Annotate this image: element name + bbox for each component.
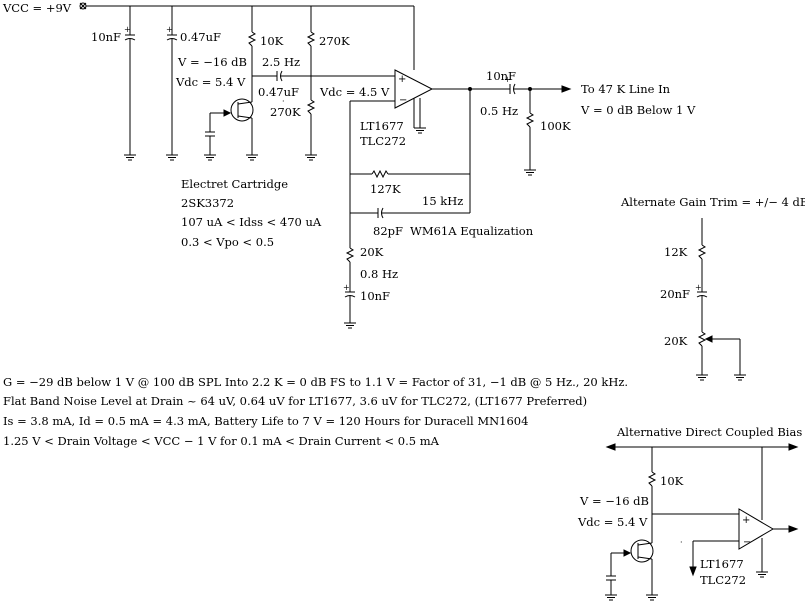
- gain-capacitor-label: 10nF: [360, 289, 390, 303]
- gain-resistor-label: 20K: [360, 245, 384, 259]
- supply-label: VCC = +9V: [2, 1, 72, 15]
- cartridge-title: Electret Cartridge: [181, 177, 288, 191]
- gain-trim-pot-label: 20K: [664, 334, 688, 348]
- note-gain: G = −29 dB below 1 V @ 100 dB SPL Into 2…: [3, 375, 628, 389]
- alt-drain-resistor-label: 10K: [660, 474, 684, 488]
- feedback-resistor-label: 127K: [370, 182, 401, 196]
- svg-text:+: +: [124, 25, 131, 34]
- output-network: + 10nF 0.5 Hz 100K To 47 K Line In V = 0…: [468, 69, 696, 176]
- load-resistor-label: 100K: [540, 119, 571, 133]
- drain-voltage-label: V = −16 dB: [177, 55, 247, 69]
- opamp-part-2: TLC272: [360, 134, 406, 148]
- gain-trim-title: Alternate Gain Trim = +/− 4 dB: [620, 195, 805, 209]
- output-corner-label: 0.5 Hz: [480, 104, 518, 118]
- feedback-corner-label: 15 kHz: [422, 194, 463, 208]
- svg-text:+: +: [343, 283, 350, 292]
- svg-text:+: +: [504, 75, 511, 84]
- cartridge-idss: 107 uA < Idss < 470 uA: [181, 215, 322, 229]
- alt-bias-title: Alternative Direct Coupled Bias: [616, 425, 802, 439]
- bypass-capacitor: + 0.47uF: [165, 6, 221, 161]
- drain-resistor: 10K: [247, 6, 284, 76]
- op-amp: + − LT1677 TLC272 Vdc = 4.5 V: [319, 69, 510, 148]
- alt-opamp-part-2: TLC272: [700, 573, 746, 587]
- output-capacitor-label: 10nF: [486, 69, 516, 83]
- output-level-label: V = 0 dB Below 1 V: [580, 103, 696, 117]
- bias-resistor-top-label: 270K: [319, 34, 350, 48]
- output-destination-label: To 47 K Line In: [581, 82, 671, 96]
- bypass-capacitor-label: 0.47uF: [180, 30, 221, 44]
- note-noise: Flat Band Noise Level at Drain ~ 64 uV, …: [3, 394, 587, 408]
- alt-drain-dc-label: Vdc = 5.4 V: [577, 515, 648, 529]
- bias-dc-label: Vdc = 4.5 V: [319, 85, 390, 99]
- notes: G = −29 dB below 1 V @ 100 dB SPL Into 2…: [3, 375, 628, 448]
- jfet-cartridge: [203, 76, 259, 161]
- bias-resistor-bottom-label: 270K: [270, 105, 301, 119]
- svg-text:+: +: [398, 74, 406, 85]
- svg-text:−: −: [743, 537, 751, 548]
- opamp-part-1: LT1677: [360, 119, 404, 133]
- gain-trim-capacitor-label: 20nF: [660, 287, 690, 301]
- cartridge-vpo: 0.3 < Vpo < 0.5: [181, 235, 274, 249]
- svg-text:·: ·: [282, 97, 285, 106]
- coupling-capacitor-label: 0.47uF: [258, 85, 299, 99]
- note-drain-range: 1.25 V < Drain Voltage < VCC − 1 V for 0…: [3, 434, 440, 448]
- svg-text:·: ·: [680, 538, 683, 547]
- input-coupling-capacitor: 2.5 Hz 0.47uF ·: [252, 55, 395, 106]
- cartridge-part: 2SK3372: [181, 196, 234, 210]
- equalization-label: WM61A Equalization: [410, 224, 534, 238]
- svg-text:−: −: [399, 95, 407, 106]
- bulk-capacitor-label: 10nF: [91, 30, 121, 44]
- bias-resistor-bottom: 270K: [270, 99, 318, 161]
- bias-resistor-top: 270K: [306, 6, 350, 100]
- note-battery: Is = 3.8 mA, Id = 0.5 mA = 4.3 mA, Batte…: [3, 414, 528, 428]
- alt-drain-voltage-label: V = −16 dB: [579, 494, 649, 508]
- svg-text:+: +: [166, 25, 173, 34]
- gain-corner-label: 0.8 Hz: [360, 267, 398, 281]
- gain-network: + 20K 0.8 Hz 10nF: [343, 245, 398, 329]
- svg-text:+: +: [695, 283, 702, 292]
- alt-opamp-part-1: LT1677: [700, 557, 744, 571]
- alt-bias-circuit: Alternative Direct Coupled Bias 10K V = …: [577, 425, 802, 601]
- main-circuit: VCC = +9V + 10nF + 0.47uF: [2, 1, 696, 329]
- gain-trim-circuit: Alternate Gain Trim = +/− 4 dB 12K + 20n…: [620, 195, 805, 381]
- feedback-capacitor: 15 kHz 82pF WM61A Equalization: [350, 194, 534, 238]
- drain-dc-label: Vdc = 5.4 V: [175, 75, 246, 89]
- coupling-corner-label: 2.5 Hz: [262, 55, 300, 69]
- feedback-resistor: 127K: [350, 89, 471, 213]
- gain-trim-resistor-label: 12K: [664, 245, 688, 259]
- feedback-capacitor-label: 82pF: [373, 224, 403, 238]
- svg-text:+: +: [742, 515, 750, 526]
- bulk-capacitor: + 10nF: [91, 6, 137, 161]
- drain-resistor-label: 10K: [260, 34, 284, 48]
